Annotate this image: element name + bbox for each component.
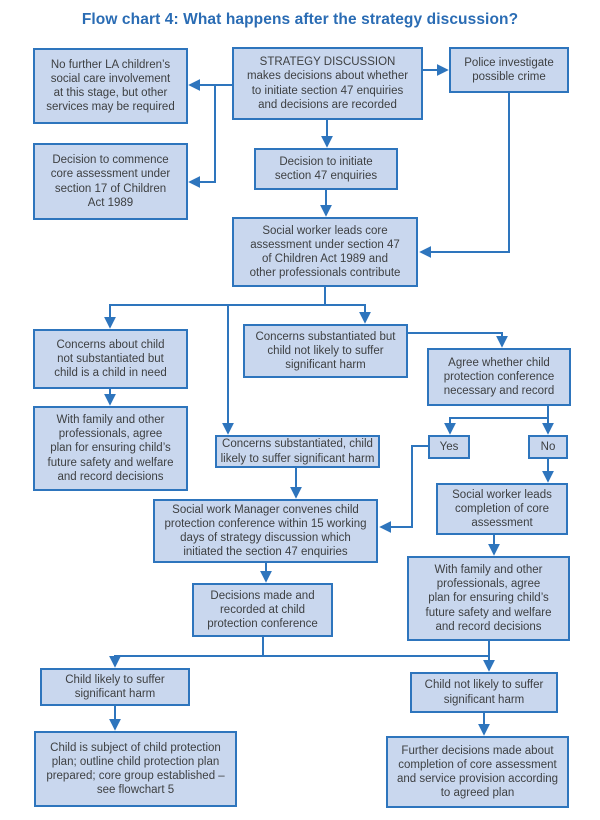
- connector-branch-to-child-not-likely: [263, 655, 495, 672]
- node-with-family-plan-left: With family and other professionals, agr…: [33, 406, 188, 491]
- node-concerns-substantiated-likely: Concerns substantiated, child likely to …: [215, 435, 380, 468]
- node-no: No: [528, 435, 568, 459]
- connector-police-to-core-assessment: [419, 92, 510, 258]
- connector-not-likely-to-agree-conference: [408, 332, 508, 348]
- node-with-family-plan-right: With family and other professionals, agr…: [407, 556, 570, 641]
- node-social-worker-completion-core: Social worker leads completion of core a…: [436, 483, 568, 535]
- node-child-likely-harm: Child likely to suffer significant harm: [40, 668, 190, 706]
- page-title: Flow chart 4: What happens after the str…: [81, 11, 519, 28]
- node-police-investigate: Police investigate possible crime: [449, 47, 569, 93]
- node-manager-convenes-conference: Social work Manager convenes child prote…: [153, 499, 378, 563]
- connector-yes-to-manager-convenes: [379, 445, 428, 533]
- node-yes: Yes: [428, 435, 470, 459]
- node-child-not-likely-harm: Child not likely to suffer significant h…: [410, 672, 558, 713]
- node-agree-whether-conference: Agree whether child protection conferenc…: [427, 348, 571, 406]
- connector-branch-to-child-likely: [109, 655, 263, 668]
- node-social-worker-leads-core: Social worker leads core assessment unde…: [232, 217, 418, 287]
- node-decisions-recorded-conference: Decisions made and recorded at child pro…: [192, 583, 333, 637]
- node-further-decisions: Further decisions made about completion …: [386, 736, 569, 808]
- connector-branch-to-substantiated-not-likely: [325, 304, 371, 324]
- node-no-further-la: No further LA children’s social care inv…: [33, 48, 188, 124]
- connector-strategy-to-commence-core: [188, 85, 216, 188]
- connector-agree-to-yes: [444, 406, 549, 435]
- node-decision-commence-core: Decision to commence core assessment und…: [33, 143, 188, 220]
- connector-branch-to-not-substantiated: [104, 304, 325, 329]
- node-concerns-not-substantiated: Concerns about child not substantiated b…: [33, 329, 188, 389]
- node-concerns-substantiated-not-likely: Concerns substantiated but child not lik…: [243, 324, 408, 378]
- node-decision-initiate-s47: Decision to initiate section 47 enquirie…: [254, 148, 398, 190]
- node-strategy-discussion: STRATEGY DISCUSSION makes decisions abou…: [232, 47, 423, 120]
- node-child-subject-of-plan: Child is subject of child protection pla…: [34, 731, 237, 807]
